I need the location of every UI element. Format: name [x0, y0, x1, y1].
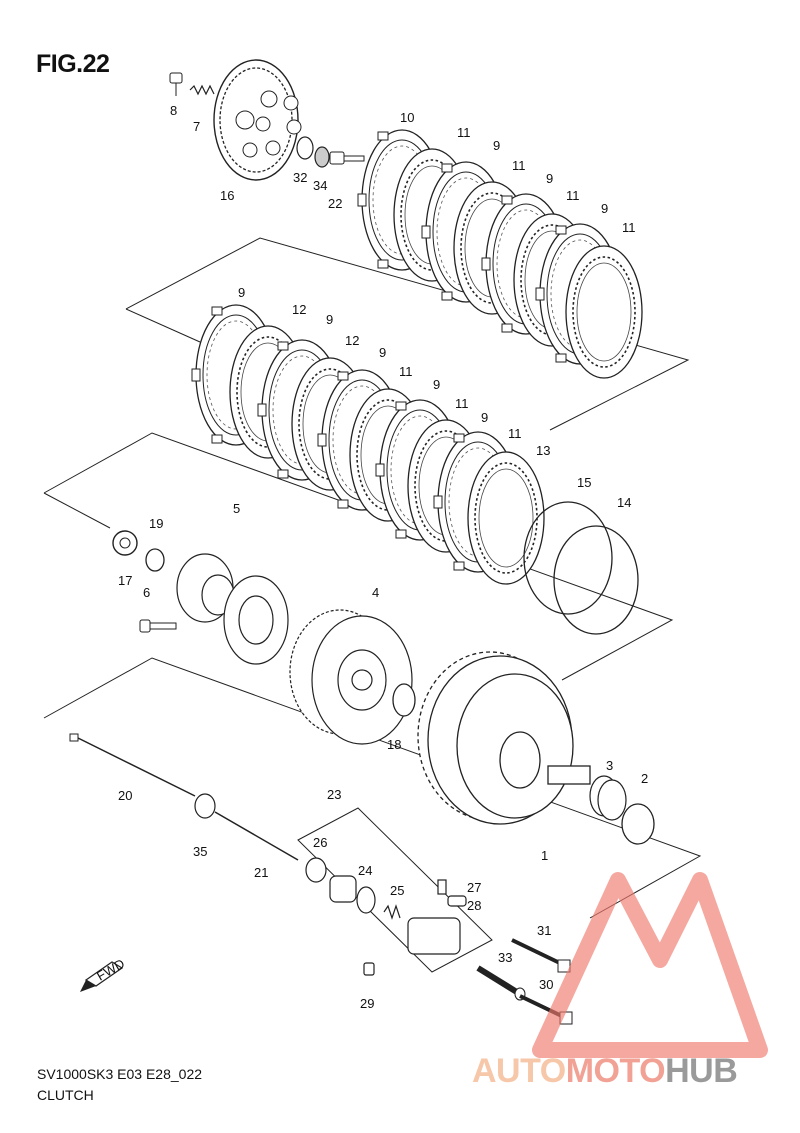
callout-1: 1 [541, 848, 548, 863]
callout-21: 21 [254, 865, 268, 880]
callout-4: 4 [372, 585, 379, 600]
callout-11-c: 11 [566, 188, 580, 203]
callout-9-a: 9 [493, 138, 500, 153]
callout-11-d: 11 [622, 220, 636, 235]
callout-6: 6 [143, 585, 150, 600]
section-name: CLUTCH [37, 1087, 94, 1103]
washer-18 [392, 683, 416, 717]
primary-driven-gear-1 [417, 651, 591, 825]
callout-24: 24 [358, 863, 372, 878]
callout-23: 23 [327, 787, 341, 802]
top-plate-stack [357, 129, 643, 379]
middle-plate-stack [191, 304, 545, 585]
callout-29: 29 [360, 996, 374, 1011]
callout-19: 19 [149, 516, 163, 531]
callout-9-d: 9 [238, 285, 245, 300]
callout-20: 20 [118, 788, 132, 803]
release-cylinder-parts [305, 857, 467, 976]
pressure-plate [213, 59, 302, 181]
callout-13: 13 [536, 443, 550, 458]
watermark-logo-mark [532, 872, 768, 1058]
forward-direction-badge: FWD [80, 956, 127, 992]
push-rod-21 [214, 811, 299, 861]
callout-33: 33 [498, 950, 512, 965]
callout-25: 25 [390, 883, 404, 898]
callout-2: 2 [641, 771, 648, 786]
pushrod-piece [329, 151, 365, 165]
watermark-brand-part1: AUTO [472, 1052, 566, 1090]
clutch-spring [189, 84, 215, 96]
washer-19 [145, 548, 165, 572]
cylinder-bolt-31 [511, 938, 571, 973]
thrust-washer-2 [621, 803, 655, 845]
model-code: SV1000SK3 E03 E28_022 [37, 1066, 203, 1082]
callout-11-f: 11 [455, 396, 469, 411]
callout-11-e: 11 [399, 364, 413, 379]
needle-bearing-3 [589, 775, 627, 821]
oil-pump-drive-gear-5 [176, 553, 289, 665]
callout-3: 3 [606, 758, 613, 773]
callout-18: 18 [387, 737, 401, 752]
callout-9-h: 9 [481, 410, 488, 425]
callout-30: 30 [539, 977, 553, 992]
callout-12-b: 12 [345, 333, 359, 348]
callout-labels: 8 7 16 32 34 22 10 11 9 11 9 11 9 11 9 1… [118, 103, 648, 1011]
callout-32: 32 [293, 170, 307, 185]
callout-11-b: 11 [512, 158, 526, 173]
watermark-brand-part2: MOTO [565, 1052, 666, 1090]
figure-title: FIG.22 [36, 50, 110, 78]
bolt-6 [139, 619, 177, 633]
callout-31: 31 [537, 923, 551, 938]
callout-27: 27 [467, 880, 481, 895]
callout-34: 34 [313, 178, 327, 193]
wire-ring-14 [553, 525, 639, 635]
callout-10: 10 [400, 110, 414, 125]
callout-11-a: 11 [457, 125, 471, 140]
sleeve-hub-4 [289, 609, 413, 745]
cylinder-bolt-33 [476, 965, 526, 1001]
callout-8: 8 [170, 103, 177, 118]
callout-9-f: 9 [379, 345, 386, 360]
callout-11-g: 11 [508, 426, 522, 441]
callout-17: 17 [118, 573, 132, 588]
wire-ring-15 [523, 501, 613, 615]
push-piece-35 [194, 793, 216, 819]
callout-14: 14 [617, 495, 631, 510]
release-cylinder-frame [297, 807, 493, 973]
callout-9-g: 9 [433, 377, 440, 392]
push-rod-20 [69, 733, 196, 797]
callout-9-b: 9 [546, 171, 553, 186]
pressure-plate-washer [296, 136, 314, 160]
callout-28: 28 [467, 898, 481, 913]
callout-7: 7 [193, 119, 200, 134]
watermark-brand: AUTOMOTOHUB [472, 1052, 738, 1091]
locknut-17 [112, 530, 138, 556]
pressure-plate-bearing [314, 146, 330, 168]
callout-16: 16 [220, 188, 234, 203]
callout-15: 15 [577, 475, 591, 490]
callout-26: 26 [313, 835, 327, 850]
callout-9-c: 9 [601, 201, 608, 216]
watermark-brand-part3: HUB [665, 1052, 738, 1090]
callout-22: 22 [328, 196, 342, 211]
callout-12-a: 12 [292, 302, 306, 317]
callout-9-e: 9 [326, 312, 333, 327]
clutch-spring-bolt [169, 72, 183, 96]
callout-35: 35 [193, 844, 207, 859]
fwd-text: FWD [94, 956, 127, 984]
callout-5: 5 [233, 501, 240, 516]
